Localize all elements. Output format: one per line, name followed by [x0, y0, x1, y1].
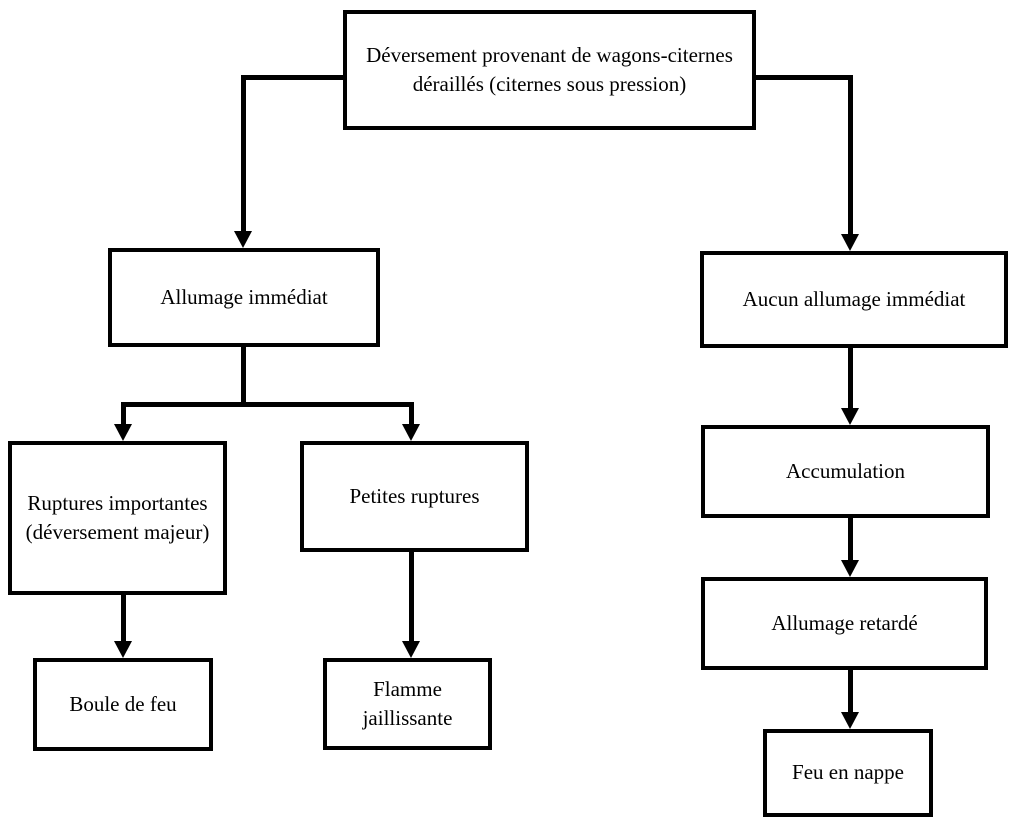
- node-jet-flame-label: Flamme jaillissante: [362, 676, 453, 730]
- node-pool-fire: Feu en nappe: [763, 729, 933, 817]
- node-delayed-ignition-label: Allumage retardé: [771, 610, 918, 635]
- edge-immediate-to-small-vline: [409, 402, 414, 428]
- edge-small-to-jet-vline: [409, 552, 414, 644]
- edge-small-to-jet-arrowhead-icon: [402, 641, 420, 658]
- node-small-ruptures: Petites ruptures: [300, 441, 529, 552]
- edge-immediate-stem-vline: [241, 347, 246, 406]
- edge-root-to-immediate-arrowhead-icon: [234, 231, 252, 248]
- node-delayed-ignition: Allumage retardé: [701, 577, 988, 670]
- node-small-ruptures-label: Petites ruptures: [349, 483, 480, 508]
- edge-immediate-to-major-arrowhead-icon: [114, 424, 132, 441]
- edge-immediate-to-major-vline: [121, 402, 126, 428]
- node-no-immediate-ignition-label: Aucun allumage immédiat: [742, 286, 966, 311]
- node-root: Déversement provenant de wagons-citernes…: [343, 10, 756, 130]
- node-jet-flame: Flamme jaillissante: [323, 658, 492, 750]
- node-pool-fire-label: Feu en nappe: [792, 760, 904, 785]
- edge-immediate-split-hline: [121, 402, 414, 407]
- node-immediate-ignition-label: Allumage immédiat: [160, 284, 328, 309]
- node-major-ruptures: Ruptures importantes (déversement majeur…: [8, 441, 227, 595]
- edge-no-immediate-to-accumulation-vline: [848, 348, 853, 410]
- node-no-immediate-ignition: Aucun allumage immédiat: [700, 251, 1008, 348]
- node-fireball-label: Boule de feu: [69, 691, 177, 716]
- edge-root-to-no-immediate-arrowhead-icon: [841, 234, 859, 251]
- edge-major-to-fireball-vline: [121, 595, 126, 644]
- edge-root-to-immediate-vline: [241, 75, 246, 234]
- edge-major-to-fireball-arrowhead-icon: [114, 641, 132, 658]
- edge-root-to-no-immediate-vline: [848, 75, 853, 237]
- edge-root-to-no-immediate-hline: [752, 75, 853, 80]
- edge-delayed-to-pool-vline: [848, 670, 853, 715]
- edge-accumulation-to-delayed-arrowhead-icon: [841, 560, 859, 577]
- node-root-label: Déversement provenant de wagons-citernes…: [366, 42, 733, 96]
- edge-delayed-to-pool-arrowhead-icon: [841, 712, 859, 729]
- node-immediate-ignition: Allumage immédiat: [108, 248, 380, 347]
- edge-accumulation-to-delayed-vline: [848, 518, 853, 563]
- node-accumulation: Accumulation: [701, 425, 990, 518]
- edge-immediate-to-small-arrowhead-icon: [402, 424, 420, 441]
- node-fireball: Boule de feu: [33, 658, 213, 751]
- node-major-ruptures-label: Ruptures importantes (déversement majeur…: [25, 490, 210, 544]
- node-accumulation-label: Accumulation: [786, 458, 905, 483]
- edge-no-immediate-to-accumulation-arrowhead-icon: [841, 408, 859, 425]
- edge-root-to-immediate-hline: [241, 75, 347, 80]
